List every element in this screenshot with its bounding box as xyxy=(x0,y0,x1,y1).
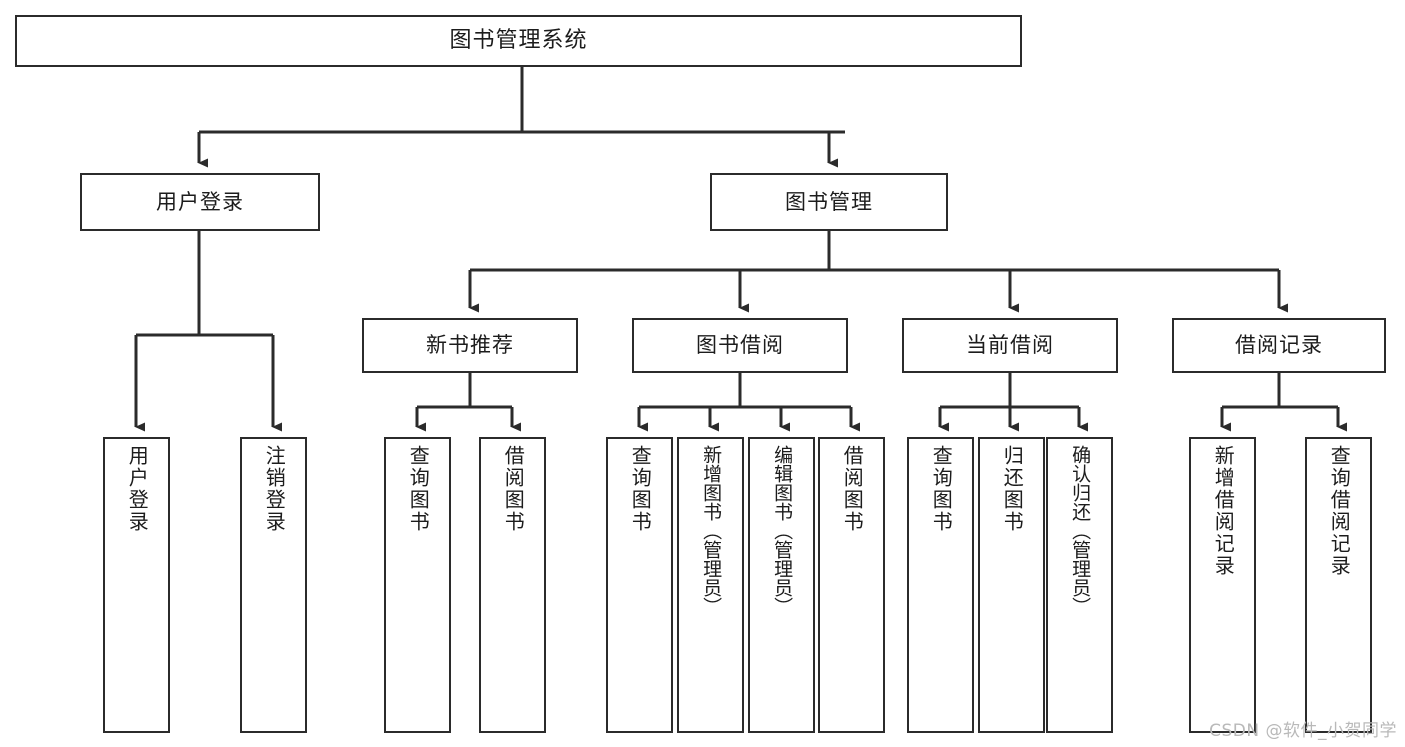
node-root-system-label: 图书管理系统 xyxy=(449,28,588,54)
node-current-borrow[interactable]: 当前借阅 xyxy=(902,318,1118,373)
node-book-borrow-label: 图书借阅 xyxy=(696,333,784,358)
leaf-book-borrow-add[interactable]: 新增图书（管理员） xyxy=(677,437,744,733)
csdn-watermark: CSDN @软件_小贺同学 xyxy=(1209,721,1397,741)
edges-root-to-level2 xyxy=(197,67,845,168)
leaf-book-borrow-borrow[interactable]: 借阅图书 xyxy=(818,437,885,733)
node-user-login-label: 用户登录 xyxy=(156,189,244,214)
leaf-book-borrow-query[interactable]: 查询图书 xyxy=(606,437,673,733)
leaf-current-borrow-confirm[interactable]: 确认归还（管理员） xyxy=(1046,437,1113,733)
edges-userlogin-to-leaves xyxy=(134,231,282,432)
edges-bookborrow-to-leaves xyxy=(637,373,860,432)
leaf-borrow-record-query[interactable]: 查询借阅记录 xyxy=(1305,437,1372,733)
leaf-current-borrow-confirm-label: 确认归还（管理员） xyxy=(1069,445,1092,616)
leaf-user-login-signout-label: 注销登录 xyxy=(262,445,287,533)
leaf-current-borrow-query[interactable]: 查询图书 xyxy=(907,437,974,733)
leaf-current-borrow-query-label: 查询图书 xyxy=(929,445,954,533)
node-borrow-record-label: 借阅记录 xyxy=(1235,333,1323,358)
leaf-book-borrow-add-label: 新增图书（管理员） xyxy=(700,445,723,616)
leaf-new-book-borrow[interactable]: 借阅图书 xyxy=(479,437,546,733)
leaf-user-login-signin-label: 用户登录 xyxy=(125,445,150,533)
node-new-book-recommend-label: 新书推荐 xyxy=(426,333,514,358)
leaf-user-login-signout[interactable]: 注销登录 xyxy=(240,437,307,733)
node-root-system[interactable]: 图书管理系统 xyxy=(15,15,1022,67)
node-book-borrow[interactable]: 图书借阅 xyxy=(632,318,848,373)
edges-bookmgmt-to-level3 xyxy=(468,231,1288,313)
node-new-book-recommend[interactable]: 新书推荐 xyxy=(362,318,578,373)
edges-newbook-to-leaves xyxy=(415,373,521,432)
leaf-book-borrow-query-label: 查询图书 xyxy=(628,445,653,533)
leaf-current-borrow-return[interactable]: 归还图书 xyxy=(978,437,1045,733)
node-user-login[interactable]: 用户登录 xyxy=(80,173,320,231)
leaf-borrow-record-add-label: 新增借阅记录 xyxy=(1211,445,1236,577)
node-book-management-label: 图书管理 xyxy=(785,189,873,214)
leaf-book-borrow-edit-label: 编辑图书（管理员） xyxy=(771,445,794,616)
leaf-book-borrow-borrow-label: 借阅图书 xyxy=(840,445,865,533)
edges-borrowrecord-to-leaves xyxy=(1220,373,1347,432)
leaf-new-book-query-label: 查询图书 xyxy=(406,445,431,533)
node-book-management[interactable]: 图书管理 xyxy=(710,173,948,231)
edges-currentborrow-to-leaves xyxy=(938,373,1088,432)
node-borrow-record[interactable]: 借阅记录 xyxy=(1172,318,1386,373)
leaf-new-book-query[interactable]: 查询图书 xyxy=(384,437,451,733)
leaf-new-book-borrow-label: 借阅图书 xyxy=(501,445,526,533)
leaf-book-borrow-edit[interactable]: 编辑图书（管理员） xyxy=(748,437,815,733)
leaf-borrow-record-query-label: 查询借阅记录 xyxy=(1327,445,1352,577)
leaf-current-borrow-return-label: 归还图书 xyxy=(1000,445,1025,533)
leaf-user-login-signin[interactable]: 用户登录 xyxy=(103,437,170,733)
leaf-borrow-record-add[interactable]: 新增借阅记录 xyxy=(1189,437,1256,733)
node-current-borrow-label: 当前借阅 xyxy=(966,333,1054,358)
